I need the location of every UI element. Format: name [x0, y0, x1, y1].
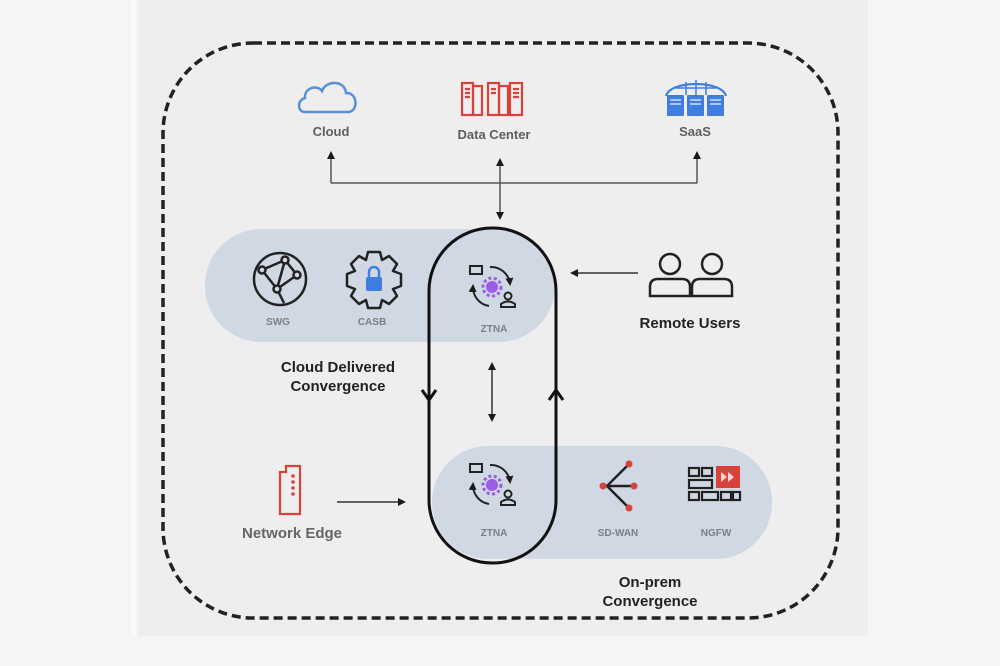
sd-wan-label: SD-WAN — [597, 528, 639, 539]
onprem-convergence-panel — [432, 446, 772, 559]
users-icon — [648, 252, 734, 298]
ztna-icon-onprem — [468, 463, 516, 506]
ztna-cloud-label: ZTNA — [480, 324, 508, 335]
ztna-loop — [427, 226, 558, 565]
casb-label: CASB — [357, 317, 387, 328]
data-center-label: Data Center — [457, 127, 531, 142]
network-edge-icon — [278, 464, 302, 516]
onprem-convergence-label: On-prem Convergence — [602, 573, 697, 611]
swg-label: SWG — [266, 317, 290, 328]
loop-down-arrow — [420, 389, 438, 403]
firewall-icon — [687, 466, 742, 502]
outer-boundary — [161, 41, 840, 620]
cloud-label: Cloud — [312, 124, 350, 139]
page-edge-divider — [131, 0, 136, 636]
onprem-convergence-line1: On-prem — [618, 574, 682, 591]
gear-lock-icon — [345, 250, 403, 310]
ztna-icon-cloud — [468, 265, 516, 308]
cloud-convergence-label: Cloud Delivered Convergence — [281, 358, 395, 396]
cloud-convergence-line1: Cloud Delivered — [280, 359, 396, 376]
destination-connectors — [327, 151, 701, 220]
cloud-convergence-line2: Convergence — [290, 378, 386, 395]
network-edge-label: Network Edge — [241, 525, 343, 542]
ztna-onprem-label: ZTNA — [480, 528, 508, 539]
remote-users-label: Remote Users — [639, 315, 741, 332]
saas-label: SaaS — [679, 124, 711, 139]
ngfw-label: NGFW — [700, 528, 732, 539]
sd-wan-icon — [599, 460, 638, 512]
cloud-icon — [297, 81, 357, 114]
saas-icon — [664, 80, 728, 116]
loop-up-arrow — [547, 387, 565, 401]
globe-network-icon — [252, 251, 308, 307]
data-center-icon — [460, 81, 524, 117]
onprem-convergence-line2: Convergence — [602, 593, 698, 610]
